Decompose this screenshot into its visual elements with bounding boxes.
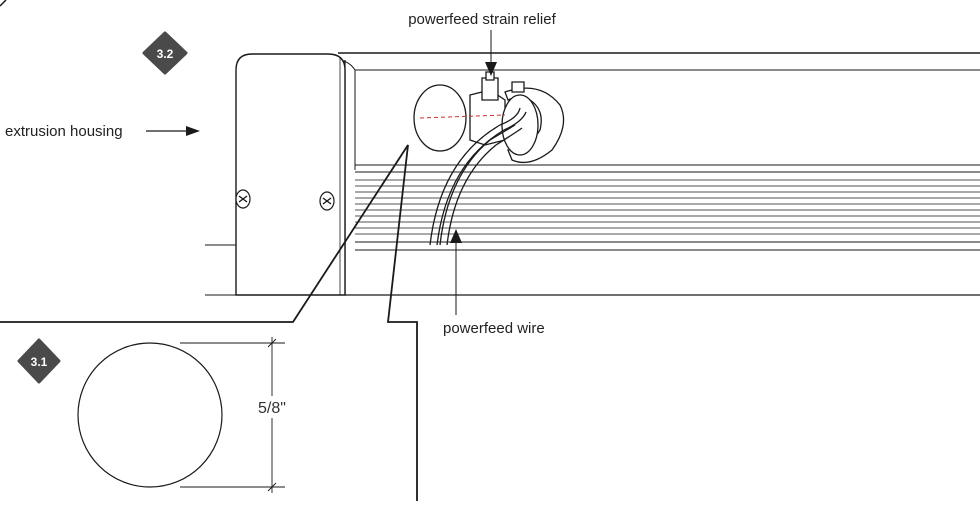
step-number: 3.2	[157, 47, 174, 61]
end-cap	[235, 53, 346, 296]
detail-callout-outline	[0, 144, 418, 501]
extrusion-housing-label: extrusion housing	[5, 123, 123, 140]
step-badge-3-2: 3.2	[142, 31, 188, 75]
screw-left-icon	[235, 189, 251, 209]
extrusion-body	[205, 52, 980, 296]
powerfeed-wire-label: powerfeed wire	[443, 320, 545, 337]
extrusion-arrow-icon	[146, 126, 200, 136]
hole-detail	[77, 337, 297, 493]
strain-relief-leader	[485, 30, 497, 76]
wire-leader	[450, 229, 462, 315]
strain-relief-assembly	[413, 71, 565, 164]
centerline	[419, 114, 506, 119]
powerfeed-wire-bundle	[429, 107, 527, 246]
step-badge-3-1: 3.1	[17, 338, 61, 384]
strain-relief-label: powerfeed strain relief	[408, 11, 556, 28]
screw-right-icon	[319, 191, 335, 211]
corner-mark	[0, 0, 7, 7]
diameter-dimension: 5/8"	[258, 400, 286, 417]
step-number: 3.1	[31, 355, 48, 369]
